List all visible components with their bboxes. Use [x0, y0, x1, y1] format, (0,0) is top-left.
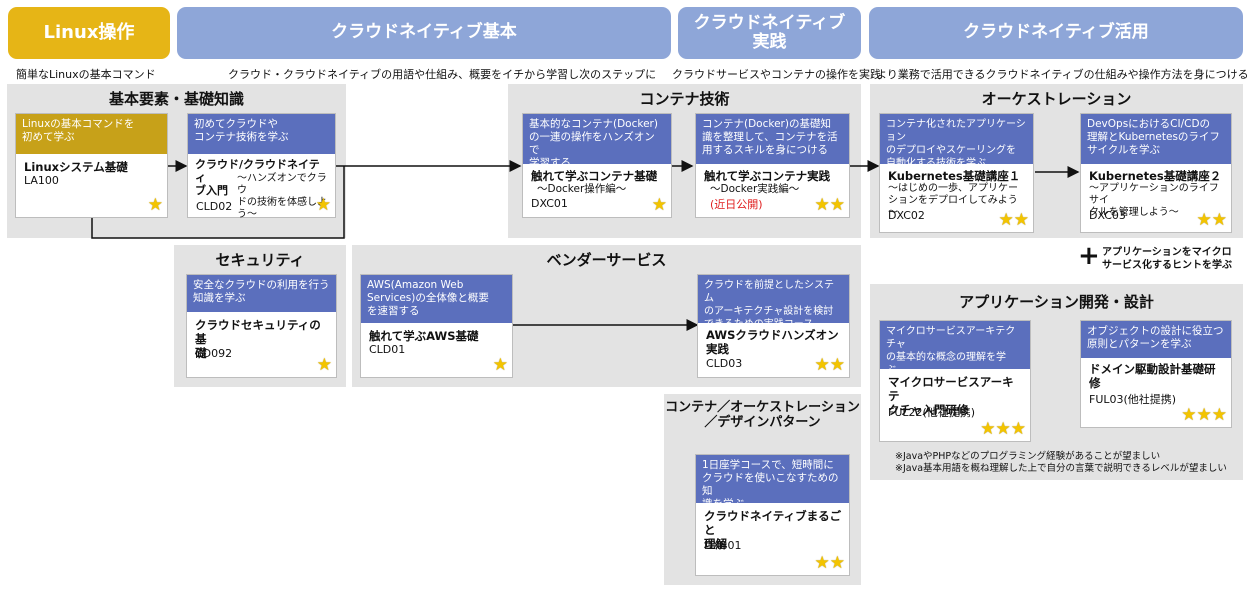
course-card-cld03[interactable]: クラウドを前提としたシステム のアーキテクチャ設計を検討 できるための実践コース… [697, 274, 850, 378]
card-summary: DevOpsにおけるCI/CDの 理解とKubernetesのライフ サイクルを… [1081, 114, 1231, 164]
difficulty-stars: ★ [316, 355, 332, 375]
difficulty-stars: ★★ [1196, 210, 1227, 230]
header-advanced-label: クラウドネイティブ活用 [963, 22, 1149, 43]
difficulty-stars: ★★★ [980, 419, 1026, 439]
panel-title-basic: 基本要素・基礎知識 [108, 90, 244, 108]
course-card-dxc02[interactable]: コンテナ化されたアプリケーション のデプロイやスケーリングを 自動化する技術を学… [879, 113, 1034, 233]
subtitle-linux: 簡単なLinuxの基本コマンド [16, 68, 156, 81]
card-subtitle: ～Docker操作編～ [537, 183, 627, 195]
header-practice-label: クラウドネイティブ 実践 [693, 12, 846, 52]
panel-title-security: セキュリティ [215, 251, 305, 269]
course-code: FUL22(他社提携) [888, 406, 976, 419]
panel-title-vendor: ベンダーサービス [546, 251, 667, 269]
difficulty-stars: ★★★ [1181, 405, 1227, 425]
header-basic: クラウドネイティブ基本 [177, 7, 671, 59]
subtitle-basic: クラウド・クラウドネイティブの用語や仕組み、概要をイチから学習し次のステップに [228, 68, 657, 81]
header-linux: Linux操作 [8, 7, 170, 59]
difficulty-stars: ★★ [998, 210, 1029, 230]
card-title: ドメイン駆動設計基礎研 修 [1089, 362, 1216, 390]
card-subtitle: ～ハンズオンでクラウ ドの技術を体感しよう～ [237, 173, 327, 220]
card-title: Kubernetes基礎講座１ [888, 169, 1021, 183]
card-summary: 初めてクラウドや コンテナ技術を学ぶ [188, 114, 335, 154]
card-subtitle: ～はじめの一歩、アプリケー ションをデプロイしてみよう～ [888, 183, 1018, 218]
panel-title-orchestration: オーケストレーション [981, 90, 1132, 108]
difficulty-stars: ★★ [814, 355, 845, 375]
course-card-cld01[interactable]: AWS(Amazon Web Services)の全体像と概要 を速習する 触れ… [360, 274, 513, 378]
card-summary: コンテナ(Docker)の基礎知 識を整理して、コンテナを活 用するスキルを身に… [696, 114, 849, 164]
course-card-dxc01[interactable]: 基本的なコンテナ(Docker) の一連の操作をハンズオンで 学習する 触れて学… [522, 113, 672, 218]
card-title-text: クラウド/クラウドネイティ ブ入門 [195, 158, 320, 197]
card-title: AWSクラウドハンズオン 実践 [706, 328, 839, 356]
difficulty-stars: ★ [492, 355, 508, 375]
subtitle-practice: クラウドサービスやコンテナの操作を実践 [672, 68, 881, 81]
card-title: マイクロサービスアーキテ クチャ入門研修 [888, 375, 1014, 417]
card-summary: コンテナ化されたアプリケーション のデプロイやスケーリングを 自動化する技術を学… [880, 114, 1033, 169]
header-basic-label: クラウドネイティブ基本 [331, 22, 517, 43]
card-summary: クラウドを前提としたシステム のアーキテクチャ設計を検討 できるための実践コース [698, 275, 849, 330]
card-summary: Linuxの基本コマンドを 初めて学ぶ [16, 114, 167, 154]
panel-title-pattern: コンテナ／オーケストレーション ／デザインパターン [665, 400, 860, 430]
note-line-2: ※Java基本用語を概ね理解した上で自分の言葉で説明できるレベルが望ましい [895, 463, 1227, 474]
difficulty-stars: ★ [651, 195, 667, 215]
card-summary: オブジェクトの設計に役立つ 原則とパターンを学ぶ [1081, 321, 1231, 358]
card-subtitle: ～Docker実践編～ [710, 183, 800, 195]
coming-soon-label: (近日公開) [710, 198, 763, 211]
panel-title-appdev: アプリケーション開発・設計 [959, 293, 1154, 311]
card-subtitle: ～アプリケーションのライフサイ クルを管理しよう～ [1089, 183, 1219, 218]
course-code: DXC02 [888, 209, 925, 222]
card-summary: 1日座学コースで、短時間に クラウドを使いこなすための知 識を学ぶ [696, 455, 849, 510]
course-code: DXB01 [704, 539, 742, 552]
difficulty-stars: ★ [147, 195, 163, 215]
card-summary: マイクロサービスアーキテクチャ の基本的な概念の理解を学 ぶ [880, 321, 1030, 376]
card-title: 触れて学ぶコンテナ実践 [704, 169, 831, 183]
course-card-cld02[interactable]: 初めてクラウドや コンテナ技術を学ぶ クラウド/クラウドネイティ ブ入門 ～ハン… [187, 113, 336, 220]
card-title: 触れて学ぶコンテナ基礎 [531, 169, 658, 183]
difficulty-stars: ★ [315, 195, 331, 215]
card-title: クラウドネイティブまるごと 理解 [704, 509, 842, 551]
course-code: CLD03 [706, 357, 743, 370]
card-title: クラウドセキュリティの基 礎 [195, 318, 321, 360]
card-title: クラウド/クラウドネイティ ブ入門 [195, 158, 329, 197]
course-card-dxc03[interactable]: DevOpsにおけるCI/CDの 理解とKubernetesのライフ サイクルを… [1080, 113, 1232, 233]
course-card-cd092[interactable]: 安全なクラウドの利用を行う 知識を学ぶ クラウドセキュリティの基 礎 CD092… [186, 274, 337, 378]
course-code: CLD01 [369, 343, 406, 356]
header-linux-label: Linux操作 [43, 21, 135, 43]
plus-icon: + [1078, 241, 1100, 271]
course-code: DXC01 [531, 197, 568, 210]
course-code: DXC03 [1089, 209, 1126, 222]
panel-title-container: コンテナ技術 [639, 90, 730, 108]
card-summary: 基本的なコンテナ(Docker) の一連の操作をハンズオンで 学習する [523, 114, 671, 169]
card-summary: AWS(Amazon Web Services)の全体像と概要 を速習する [361, 275, 512, 323]
card-title: 触れて学ぶAWS基礎 [369, 329, 479, 343]
header-advanced: クラウドネイティブ活用 [869, 7, 1243, 59]
course-code: CD092 [195, 347, 233, 360]
card-summary: 安全なクラウドの利用を行う 知識を学ぶ [187, 275, 336, 312]
card-title: Linuxシステム基礎 [24, 160, 128, 174]
card-title: Kubernetes基礎講座２ [1089, 169, 1222, 183]
course-card-la100[interactable]: Linuxの基本コマンドを 初めて学ぶ Linuxシステム基礎 LA100 ★ [15, 113, 168, 218]
difficulty-stars: ★★ [814, 553, 845, 573]
course-code: CLD02 [196, 200, 233, 213]
difficulty-stars: ★★ [814, 195, 845, 215]
course-code: LA100 [24, 174, 59, 187]
microservice-hint: アプリケーションをマイクロ サービス化するヒントを学ぶ [1102, 247, 1232, 271]
subtitle-advanced: より業務で活用できるクラウドネイティブの仕組みや操作方法を身につける [876, 68, 1249, 81]
header-practice: クラウドネイティブ 実践 [678, 7, 861, 59]
note-line-1: ※JavaやPHPなどのプログラミング経験があることが望ましい [895, 451, 1161, 462]
course-card-dxb01[interactable]: 1日座学コースで、短時間に クラウドを使いこなすための知 識を学ぶ クラウドネイ… [695, 454, 850, 576]
course-card-ful03[interactable]: オブジェクトの設計に役立つ 原則とパターンを学ぶ ドメイン駆動設計基礎研 修 F… [1080, 320, 1232, 428]
course-card-container-practice[interactable]: コンテナ(Docker)の基礎知 識を整理して、コンテナを活 用するスキルを身に… [695, 113, 850, 218]
course-card-ful22[interactable]: マイクロサービスアーキテクチャ の基本的な概念の理解を学 ぶ マイクロサービスア… [879, 320, 1031, 442]
course-code: FUL03(他社提携) [1089, 393, 1177, 406]
